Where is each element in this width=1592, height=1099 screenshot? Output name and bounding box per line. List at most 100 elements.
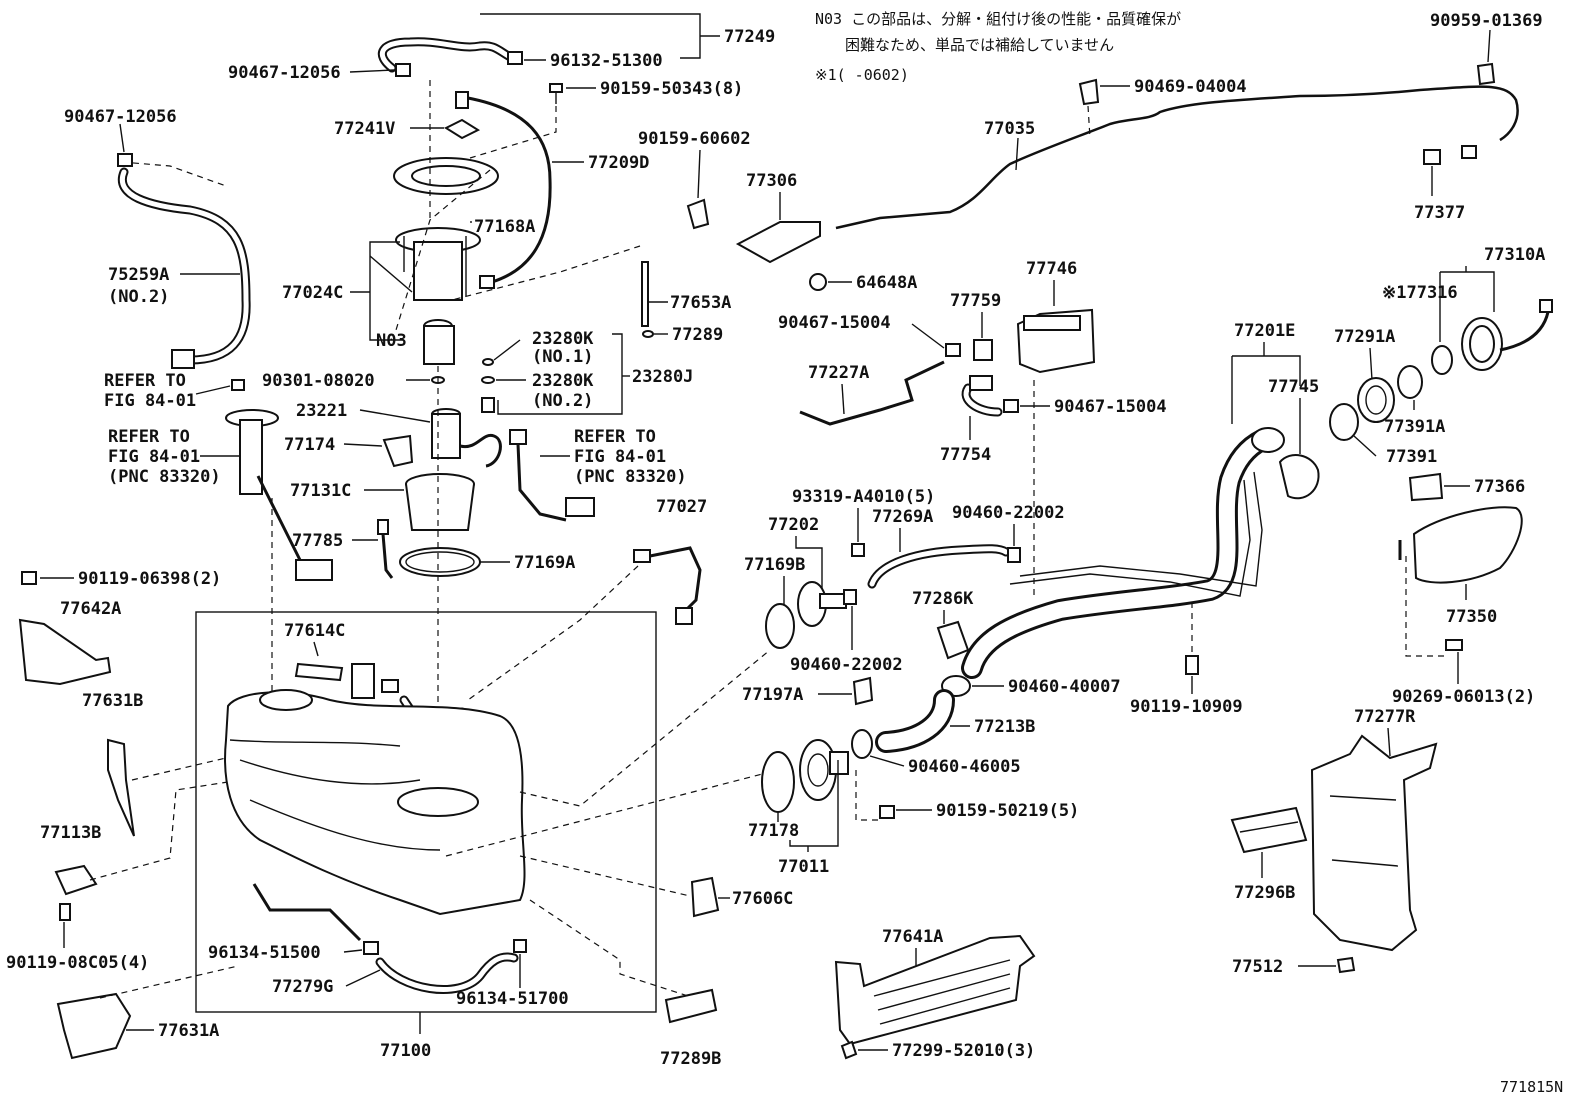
part-77391a-gasket[interactable] xyxy=(1397,365,1423,399)
leader-77279g xyxy=(345,969,381,987)
leader-90467-12056-left xyxy=(119,123,125,153)
part-77614c-pad[interactable] xyxy=(294,662,344,682)
part-77249-hose[interactable] xyxy=(377,37,517,73)
part-77100-fuel-tank[interactable] xyxy=(224,689,526,916)
dash-filler-plate xyxy=(445,771,771,857)
part-77269a-hose[interactable] xyxy=(867,544,1011,589)
part-n03-filter[interactable] xyxy=(423,319,455,365)
label-77306: 77306 xyxy=(746,171,797,191)
part-77366-hinge[interactable] xyxy=(1408,472,1444,502)
part-77606c[interactable] xyxy=(690,876,720,918)
part-23221-pump[interactable] xyxy=(431,408,502,468)
part-77209d-tube[interactable] xyxy=(455,91,552,289)
clip-96134-51500[interactable] xyxy=(363,941,379,955)
label-96134-51700: 96134-51700 xyxy=(456,989,569,1009)
part-77745-housing[interactable] xyxy=(1278,454,1320,500)
part-77178-gasket[interactable] xyxy=(761,751,795,813)
label-77631a: 77631A xyxy=(158,1021,219,1041)
clip-90959-01369[interactable] xyxy=(1476,62,1496,86)
part-77011-plate[interactable] xyxy=(799,739,849,801)
part-77213b-hose[interactable] xyxy=(875,689,955,753)
clip-96132-51300[interactable] xyxy=(507,51,523,65)
clip-77299-52010[interactable] xyxy=(840,1040,858,1060)
part-23280-valve[interactable] xyxy=(481,397,495,413)
part-sender-unit-right[interactable] xyxy=(509,429,595,522)
part-77174[interactable] xyxy=(382,434,414,468)
bolt-90119-08c05[interactable] xyxy=(59,903,71,921)
part-77350-fuel-door[interactable] xyxy=(1398,506,1523,584)
label-64648a: 64648A xyxy=(856,273,917,293)
part-77169a-gasket[interactable] xyxy=(399,547,481,577)
part-77131c-cup[interactable] xyxy=(405,473,475,531)
part-77642a-protector[interactable] xyxy=(18,618,112,686)
part-77201e-filler-pipe[interactable] xyxy=(961,427,1285,679)
part-77277r-protector[interactable] xyxy=(1310,734,1438,952)
clip-90460-22002-b[interactable] xyxy=(843,589,857,605)
label-77178: 77178 xyxy=(748,821,799,841)
part-77291a-ring[interactable] xyxy=(1357,377,1395,423)
part-77279g-pipe[interactable] xyxy=(252,883,519,994)
part-77289b[interactable] xyxy=(664,988,718,1024)
part-77202-plate[interactable] xyxy=(797,581,847,627)
bolt-90159-60602[interactable] xyxy=(686,198,710,230)
dash-77113b xyxy=(89,781,229,881)
label-77209d: 77209D xyxy=(588,153,649,173)
part-77197a-clamp[interactable] xyxy=(852,676,874,706)
clamp-90460-46005[interactable] xyxy=(851,729,873,759)
part-77296b[interactable] xyxy=(1230,806,1308,854)
dash-90469 xyxy=(1087,105,1091,139)
part-23280k-no1[interactable] xyxy=(482,358,494,366)
part-77316-gasket[interactable] xyxy=(1431,345,1453,375)
clip-90467-15004-a[interactable] xyxy=(945,343,961,357)
part-77631b[interactable] xyxy=(107,738,135,837)
part-77746-canister[interactable] xyxy=(1016,308,1096,374)
label-90460-22002-b: 90460-22002 xyxy=(790,655,903,675)
clip-96134-51700[interactable] xyxy=(513,939,527,953)
part-77035-cable[interactable] xyxy=(835,85,1519,230)
part-77227a-pipe[interactable] xyxy=(799,360,945,426)
part-77653a-rod[interactable] xyxy=(641,261,649,327)
clip-90460-22002-a[interactable] xyxy=(1007,547,1021,563)
part-77168a-ring[interactable] xyxy=(393,157,499,195)
part-77377-lock[interactable] xyxy=(1423,145,1477,165)
clip-90469-04004[interactable] xyxy=(1078,78,1100,106)
label-77350: 77350 xyxy=(1446,607,1497,627)
part-77241v[interactable] xyxy=(443,118,481,140)
clip-90467-12056-left[interactable] xyxy=(117,153,133,167)
part-77641a-protector[interactable] xyxy=(834,934,1036,1046)
bolt-90119-10909[interactable] xyxy=(1185,655,1199,675)
bolt-93319-a4010[interactable] xyxy=(851,543,865,557)
bracket-23280j xyxy=(497,333,623,415)
part-77024c-pump-assy[interactable] xyxy=(395,227,481,301)
part-23280k-no2[interactable] xyxy=(481,376,495,384)
part-77631a[interactable] xyxy=(56,992,132,1060)
part-77169b-gasket[interactable] xyxy=(765,603,795,649)
part-77310a-fuel-cap[interactable] xyxy=(1461,299,1553,371)
part-77754-hose[interactable] xyxy=(961,375,1003,417)
part-77785[interactable] xyxy=(377,519,394,579)
part-77113b[interactable] xyxy=(54,864,98,896)
part-77027-tube[interactable] xyxy=(633,546,702,625)
clip-77512[interactable] xyxy=(1336,956,1356,974)
part-77391-gasket[interactable] xyxy=(1329,403,1359,441)
part-fuel-sender-gauge[interactable] xyxy=(225,409,333,581)
dash-77350 xyxy=(1405,556,1444,657)
part-64648a-clip[interactable] xyxy=(809,273,827,291)
bolt-90119-06398[interactable] xyxy=(21,571,37,585)
part-sender-screw[interactable] xyxy=(231,379,245,391)
ref2-line3: (PNC 83320) xyxy=(108,467,221,487)
bolt-90159-50343[interactable] xyxy=(549,83,563,104)
part-77289-clip[interactable] xyxy=(642,330,654,338)
label-77642a: 77642A xyxy=(60,599,121,619)
part-77286k[interactable] xyxy=(936,620,970,660)
bolt-90159-50219[interactable] xyxy=(879,805,895,819)
part-75259a-hose[interactable] xyxy=(117,167,251,369)
clip-90467-12056-top[interactable] xyxy=(395,63,411,77)
screw-90269-06013[interactable] xyxy=(1445,639,1463,651)
part-77759[interactable] xyxy=(973,339,993,361)
part-77306-opener[interactable] xyxy=(735,221,821,264)
label-77227a: 77227A xyxy=(808,363,869,383)
clip-90467-15004-b[interactable] xyxy=(1003,399,1019,413)
label-75259a-sub: (NO.2) xyxy=(108,287,169,307)
dash-rod xyxy=(451,245,641,301)
